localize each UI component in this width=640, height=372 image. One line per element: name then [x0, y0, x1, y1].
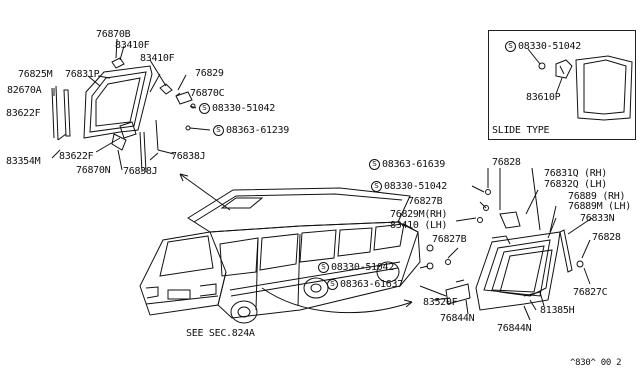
leader-lines-right — [419, 167, 593, 321]
part-label-08330-51042-upper: 08330-51042 — [212, 103, 275, 114]
slide-type-detail — [527, 48, 633, 121]
standard-part-s-symbol: S — [318, 262, 329, 273]
part-label-83520f: 83520F — [423, 297, 458, 308]
part-label-76827b-upper: 76827B — [408, 196, 443, 207]
part-label-76832q: 76832Q (LH) — [544, 179, 607, 190]
part-label-76828-upper: 76828 — [492, 157, 521, 168]
part-label-76844n-right: 76844N — [497, 323, 532, 334]
standard-part-s-symbol: S — [369, 159, 380, 170]
standard-part-s-symbol: S — [327, 279, 338, 290]
part-label-83610p: 83610P — [526, 92, 561, 103]
rear-quarter-window-assembly — [51, 57, 196, 173]
arrow-to-side-window — [261, 287, 413, 314]
part-label-83410f-lower: 83410F — [140, 53, 175, 64]
see-section-reference: SEE SEC.824A — [186, 328, 255, 339]
part-label-08330-51042-slide: 08330-51042 — [518, 41, 581, 52]
part-label-76838j-right: 76838J — [171, 151, 206, 162]
part-label-76831q: 76831Q (RH) — [544, 168, 607, 179]
van-illustration — [139, 187, 421, 324]
part-label-08330-51042-lower: 08330-51042 — [331, 262, 394, 273]
standard-part-s-symbol: S — [213, 125, 224, 136]
side-sliding-window-assembly — [426, 189, 584, 311]
part-label-76889m: 76889M (LH) — [568, 201, 631, 212]
part-label-76844n-left: 76844N — [440, 313, 475, 324]
part-label-83410: 83410 (LH) — [390, 220, 448, 231]
part-label-08330-51042-mid: 08330-51042 — [384, 181, 447, 192]
part-label-08363-61239: 08363-61239 — [226, 125, 289, 136]
part-label-76831p: 76831P — [65, 69, 100, 80]
part-label-76870c: 76870C — [190, 88, 225, 99]
part-label-82670a: 82670A — [7, 85, 42, 96]
diagram-code: ^830^ 00 2 — [570, 358, 622, 368]
part-label-76829: 76829 — [195, 68, 224, 79]
part-label-76828-lower: 76828 — [592, 232, 621, 243]
standard-part-s-symbol: S — [371, 181, 382, 192]
part-label-83410f-upper: 83410F — [115, 40, 150, 51]
arrow-to-rear-window — [179, 173, 231, 211]
leader-lines-top-left — [51, 38, 211, 171]
part-label-83622f-center: 83622F — [59, 151, 94, 162]
part-label-76870b: 76870B — [96, 29, 131, 40]
standard-part-s-symbol: S — [199, 103, 210, 114]
part-label-76833n: 76833N — [580, 213, 615, 224]
part-label-08363-61637: 08363-61637 — [340, 279, 403, 290]
part-label-08363-61639: 08363-61639 — [382, 159, 445, 170]
standard-part-s-symbol: S — [505, 41, 516, 52]
part-label-81385h: 81385H — [540, 305, 575, 316]
slide-type-caption: SLIDE TYPE — [492, 125, 550, 136]
part-label-76829m: 76829M(RH) — [390, 209, 448, 220]
part-label-83622f-left: 83622F — [6, 108, 41, 119]
part-label-76889: 76889 (RH) — [568, 191, 626, 202]
slide-type-inset-box — [488, 30, 636, 140]
part-label-76825m: 76825M — [18, 69, 53, 80]
part-label-76838j-left: 76838J — [123, 166, 158, 177]
part-label-76827c: 76827C — [573, 287, 608, 298]
part-label-83354m: 83354M — [6, 156, 41, 167]
part-label-76827b-lower: 76827B — [432, 234, 467, 245]
part-label-76870n: 76870N — [76, 165, 111, 176]
